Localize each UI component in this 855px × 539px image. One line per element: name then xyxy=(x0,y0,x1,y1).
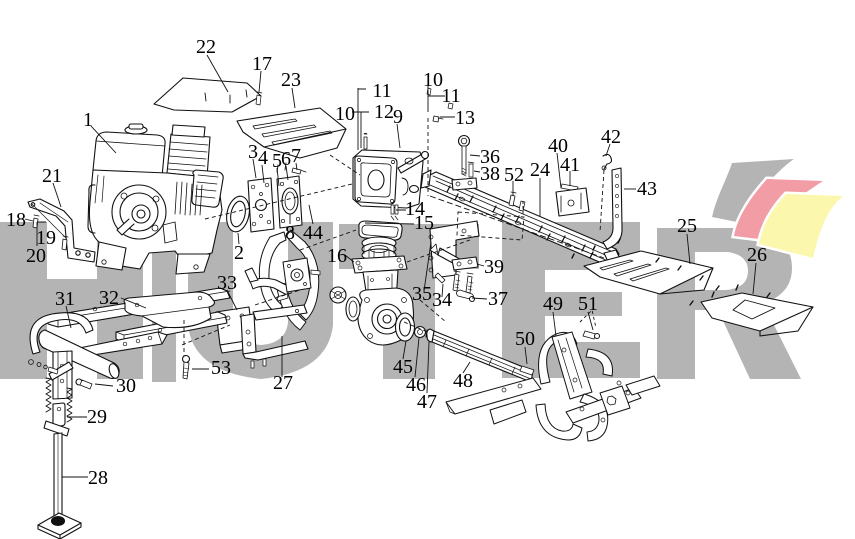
svg-text:9: 9 xyxy=(393,106,403,128)
svg-text:53: 53 xyxy=(211,357,231,379)
svg-text:37: 37 xyxy=(488,288,508,310)
svg-text:33: 33 xyxy=(217,272,237,294)
svg-text:52: 52 xyxy=(504,164,524,186)
svg-text:18: 18 xyxy=(6,209,26,231)
svg-text:13: 13 xyxy=(455,107,475,129)
svg-text:2: 2 xyxy=(234,242,244,264)
svg-text:51: 51 xyxy=(578,293,598,315)
svg-text:30: 30 xyxy=(116,375,136,397)
svg-text:40: 40 xyxy=(548,135,568,157)
svg-text:44: 44 xyxy=(303,222,323,244)
svg-text:11: 11 xyxy=(372,80,391,102)
svg-text:12: 12 xyxy=(374,101,394,123)
svg-text:8: 8 xyxy=(285,222,295,244)
svg-text:4: 4 xyxy=(258,147,268,169)
svg-text:29: 29 xyxy=(87,406,107,428)
svg-text:17: 17 xyxy=(252,53,272,75)
svg-text:34: 34 xyxy=(432,289,452,311)
svg-text:24: 24 xyxy=(530,159,550,181)
svg-text:27: 27 xyxy=(273,372,293,394)
svg-text:28: 28 xyxy=(88,467,108,489)
svg-text:38: 38 xyxy=(480,163,500,185)
svg-text:47: 47 xyxy=(417,391,437,413)
svg-text:20: 20 xyxy=(26,245,46,267)
svg-text:3: 3 xyxy=(248,141,258,163)
svg-text:39: 39 xyxy=(484,256,504,278)
svg-text:21: 21 xyxy=(42,165,62,187)
svg-text:48: 48 xyxy=(453,370,473,392)
svg-text:5: 5 xyxy=(272,150,282,172)
svg-text:22: 22 xyxy=(196,36,216,58)
svg-text:6: 6 xyxy=(281,148,291,170)
svg-text:19: 19 xyxy=(36,227,56,249)
svg-text:42: 42 xyxy=(601,126,621,148)
svg-text:43: 43 xyxy=(637,178,657,200)
svg-text:26: 26 xyxy=(747,244,767,266)
svg-text:46: 46 xyxy=(406,374,426,396)
svg-text:14: 14 xyxy=(405,198,425,220)
svg-text:1: 1 xyxy=(83,109,93,131)
svg-text:49: 49 xyxy=(543,293,563,315)
svg-text:45: 45 xyxy=(393,356,413,378)
svg-text:16: 16 xyxy=(327,245,347,267)
svg-text:7: 7 xyxy=(291,145,301,167)
svg-text:10: 10 xyxy=(423,69,443,91)
svg-text:41: 41 xyxy=(560,154,580,176)
svg-text:25: 25 xyxy=(677,215,697,237)
svg-text:11: 11 xyxy=(441,85,460,107)
svg-text:31: 31 xyxy=(55,288,75,310)
svg-text:10: 10 xyxy=(335,103,355,125)
svg-text:36: 36 xyxy=(480,146,500,168)
svg-text:15: 15 xyxy=(414,212,434,234)
svg-text:50: 50 xyxy=(515,328,535,350)
svg-text:23: 23 xyxy=(281,69,301,91)
svg-text:35: 35 xyxy=(412,283,432,305)
svg-text:32: 32 xyxy=(99,287,119,309)
